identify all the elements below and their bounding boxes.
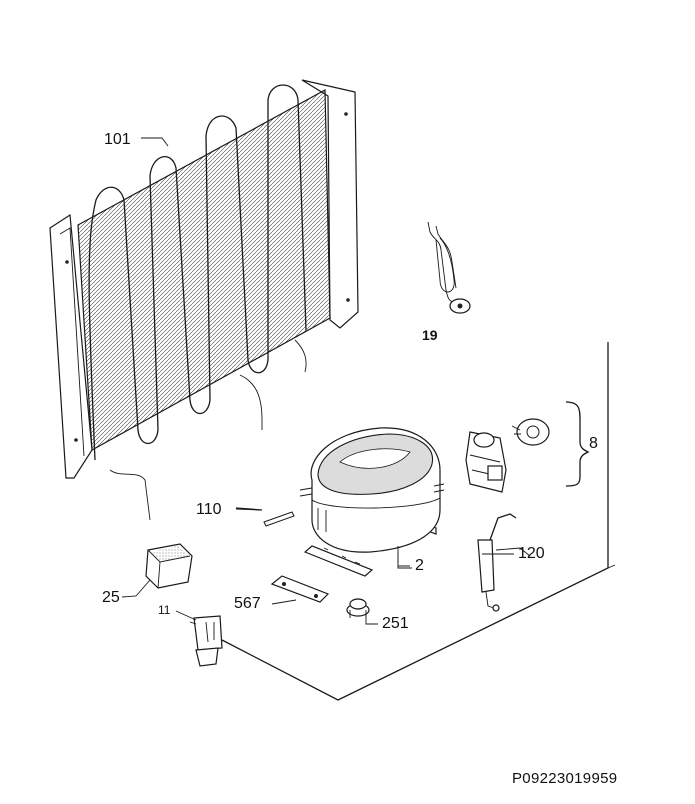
tube-part [235, 507, 295, 527]
connector-part [189, 615, 223, 667]
filter-drier-part [477, 513, 531, 612]
label-capacitor: 25 [102, 589, 120, 606]
label-power-cord: 19 [422, 327, 438, 343]
bracket-part [270, 575, 330, 603]
capacitor-part [145, 543, 193, 589]
label-grommet: 251 [382, 615, 409, 632]
label-compressor: 2 [415, 557, 424, 574]
drawing-code: P09223019959 [512, 770, 617, 787]
label-filter-drier: 120 [518, 545, 545, 562]
relay-group-part [465, 401, 590, 493]
power-cord-part [427, 221, 471, 314]
label-connector: 11 [158, 603, 171, 617]
label-condenser: 101 [104, 131, 131, 148]
compressor-part [299, 427, 445, 577]
base-outline [221, 342, 616, 701]
condenser-part [49, 79, 359, 521]
leader-lines [121, 137, 514, 625]
label-relay-group: 8 [589, 435, 598, 452]
label-tube: 110 [196, 501, 222, 518]
label-bracket: 567 [234, 595, 261, 612]
